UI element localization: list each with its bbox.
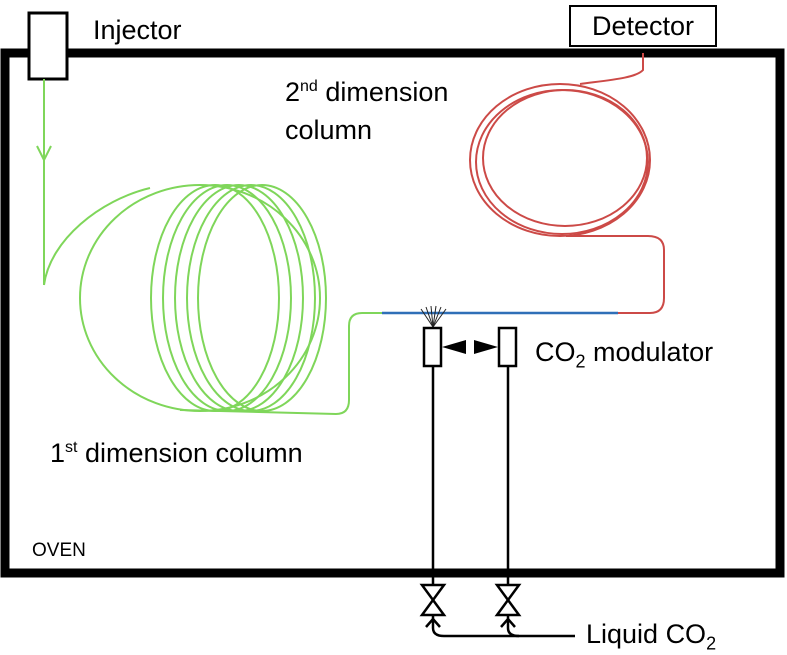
detector-label: Detector [591, 10, 695, 41]
co2-jet-spray [420, 305, 447, 328]
valve-left-icon [419, 583, 447, 603]
liquid-co2-label: Liquid CO2 [586, 619, 717, 654]
supply-arrow-left-icon [425, 617, 441, 628]
flow-arrow-icon [36, 145, 52, 163]
first-dimension-label: 1st dimension column [50, 438, 303, 468]
detector-box: Detector [569, 5, 717, 47]
oven-wall [0, 48, 785, 578]
nozzle-arrow-right-icon [442, 340, 466, 354]
oven-label: OVEN [32, 540, 86, 561]
injector-body [27, 11, 69, 81]
modulator-nozzle-left [422, 326, 443, 368]
modulator-label: CO2 modulator [535, 337, 714, 372]
nozzle-arrow-left-icon [474, 340, 498, 354]
second-dimension-label: 2nd dimension column [285, 77, 449, 145]
injector-label: Injector [93, 15, 182, 45]
co2-modulator [422, 326, 518, 585]
modulator-nozzle-right [497, 326, 518, 368]
first-dimension-column [36, 79, 384, 416]
co2-valves [419, 583, 522, 617]
second-dimension-column [469, 53, 665, 314]
valve-right-icon [494, 583, 522, 603]
liquid-co2-supply [425, 615, 575, 638]
supply-arrow-right-icon [500, 617, 516, 628]
